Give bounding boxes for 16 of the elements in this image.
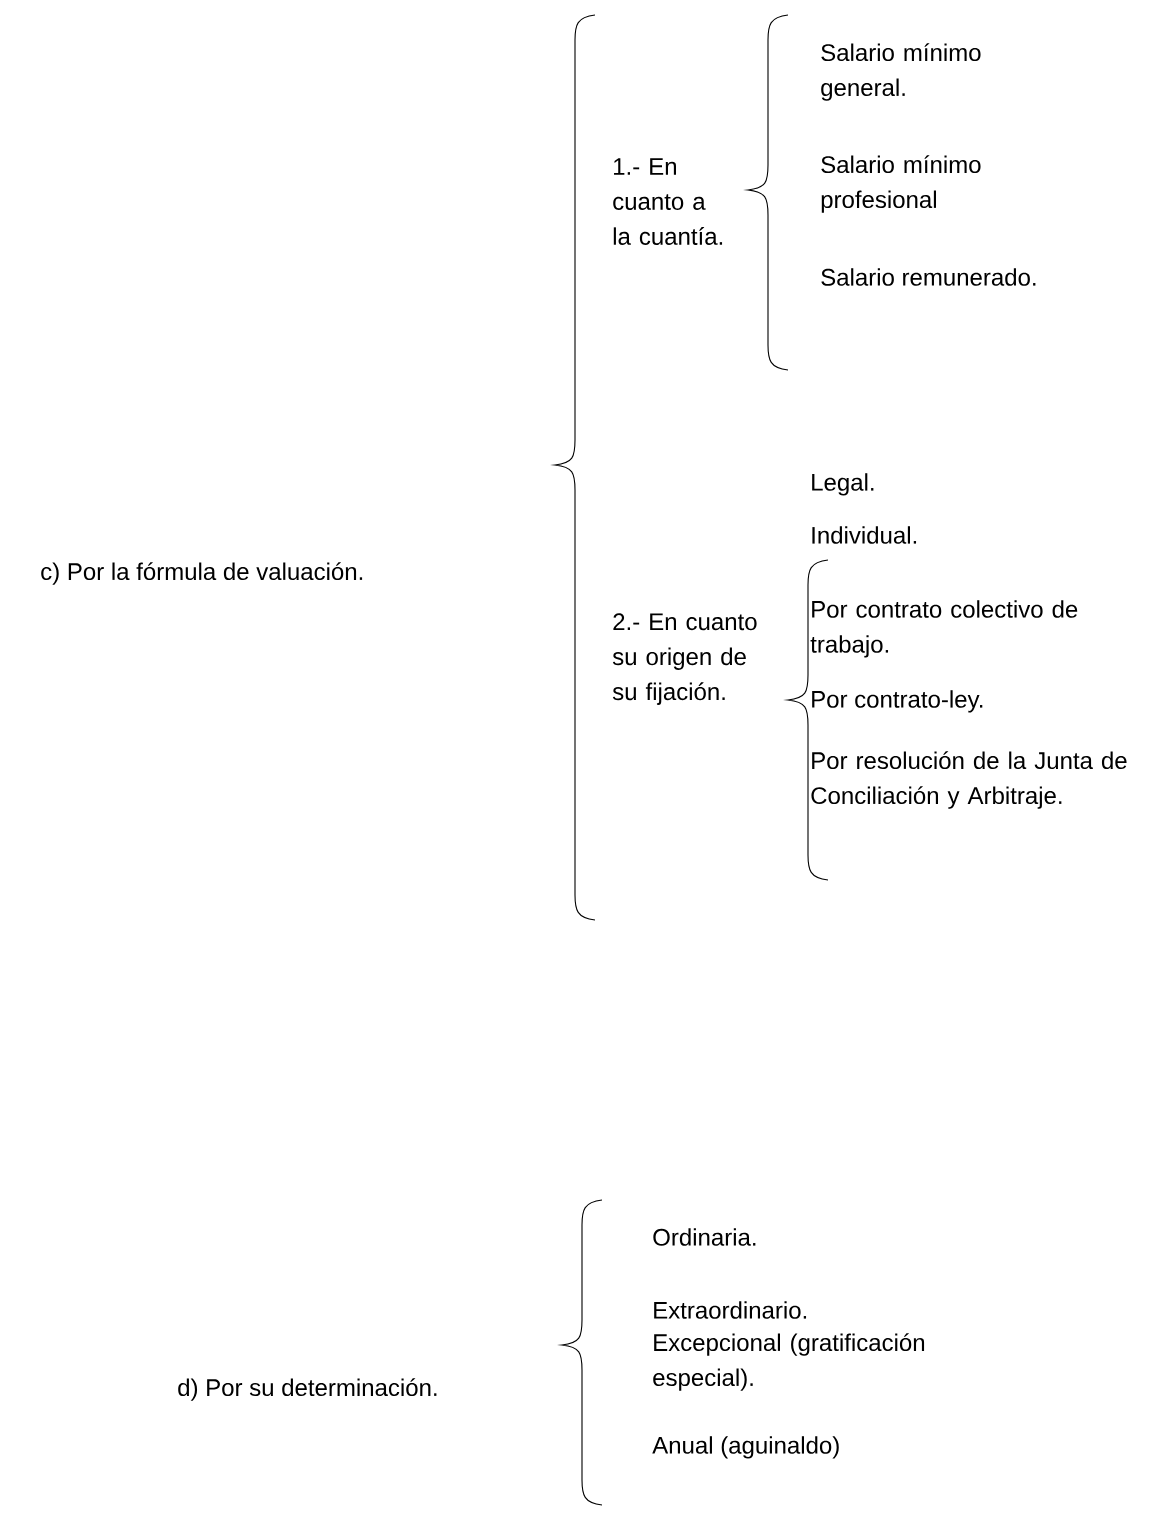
item-text: Extraordinario.: [654, 1301, 807, 1319]
item-text: Por contrato colectivo de trabajo.: [810, 600, 1078, 658]
item-text: Legal.: [812, 473, 874, 496]
branch-text: 1.- En cuanto a la cuantía.: [613, 158, 723, 245]
category-text: d) Por su determinación.: [178, 1378, 437, 1401]
item-text: Por contrato-ley.: [812, 690, 983, 713]
item-text: Por resolución de la Junta de Conciliación y Arbitraje.: [811, 751, 1127, 809]
item-text: Salario mínimo profesional: [821, 155, 981, 213]
item-text: Anual (aguinaldo): [652, 1436, 839, 1459]
category-text: c) Por la fórmula de valuación.: [41, 562, 363, 585]
item-text: Excepcional (gratificación especial).: [653, 1333, 925, 1391]
item-text: Salario remunerado.: [821, 268, 1036, 286]
item-text: Ordinaria.: [653, 1228, 756, 1246]
branch-text: 2.- En cuanto su origen de su fijación.: [612, 613, 757, 705]
item-text: Individual.: [812, 526, 917, 544]
item-text: Salario mínimo general.: [821, 43, 981, 101]
